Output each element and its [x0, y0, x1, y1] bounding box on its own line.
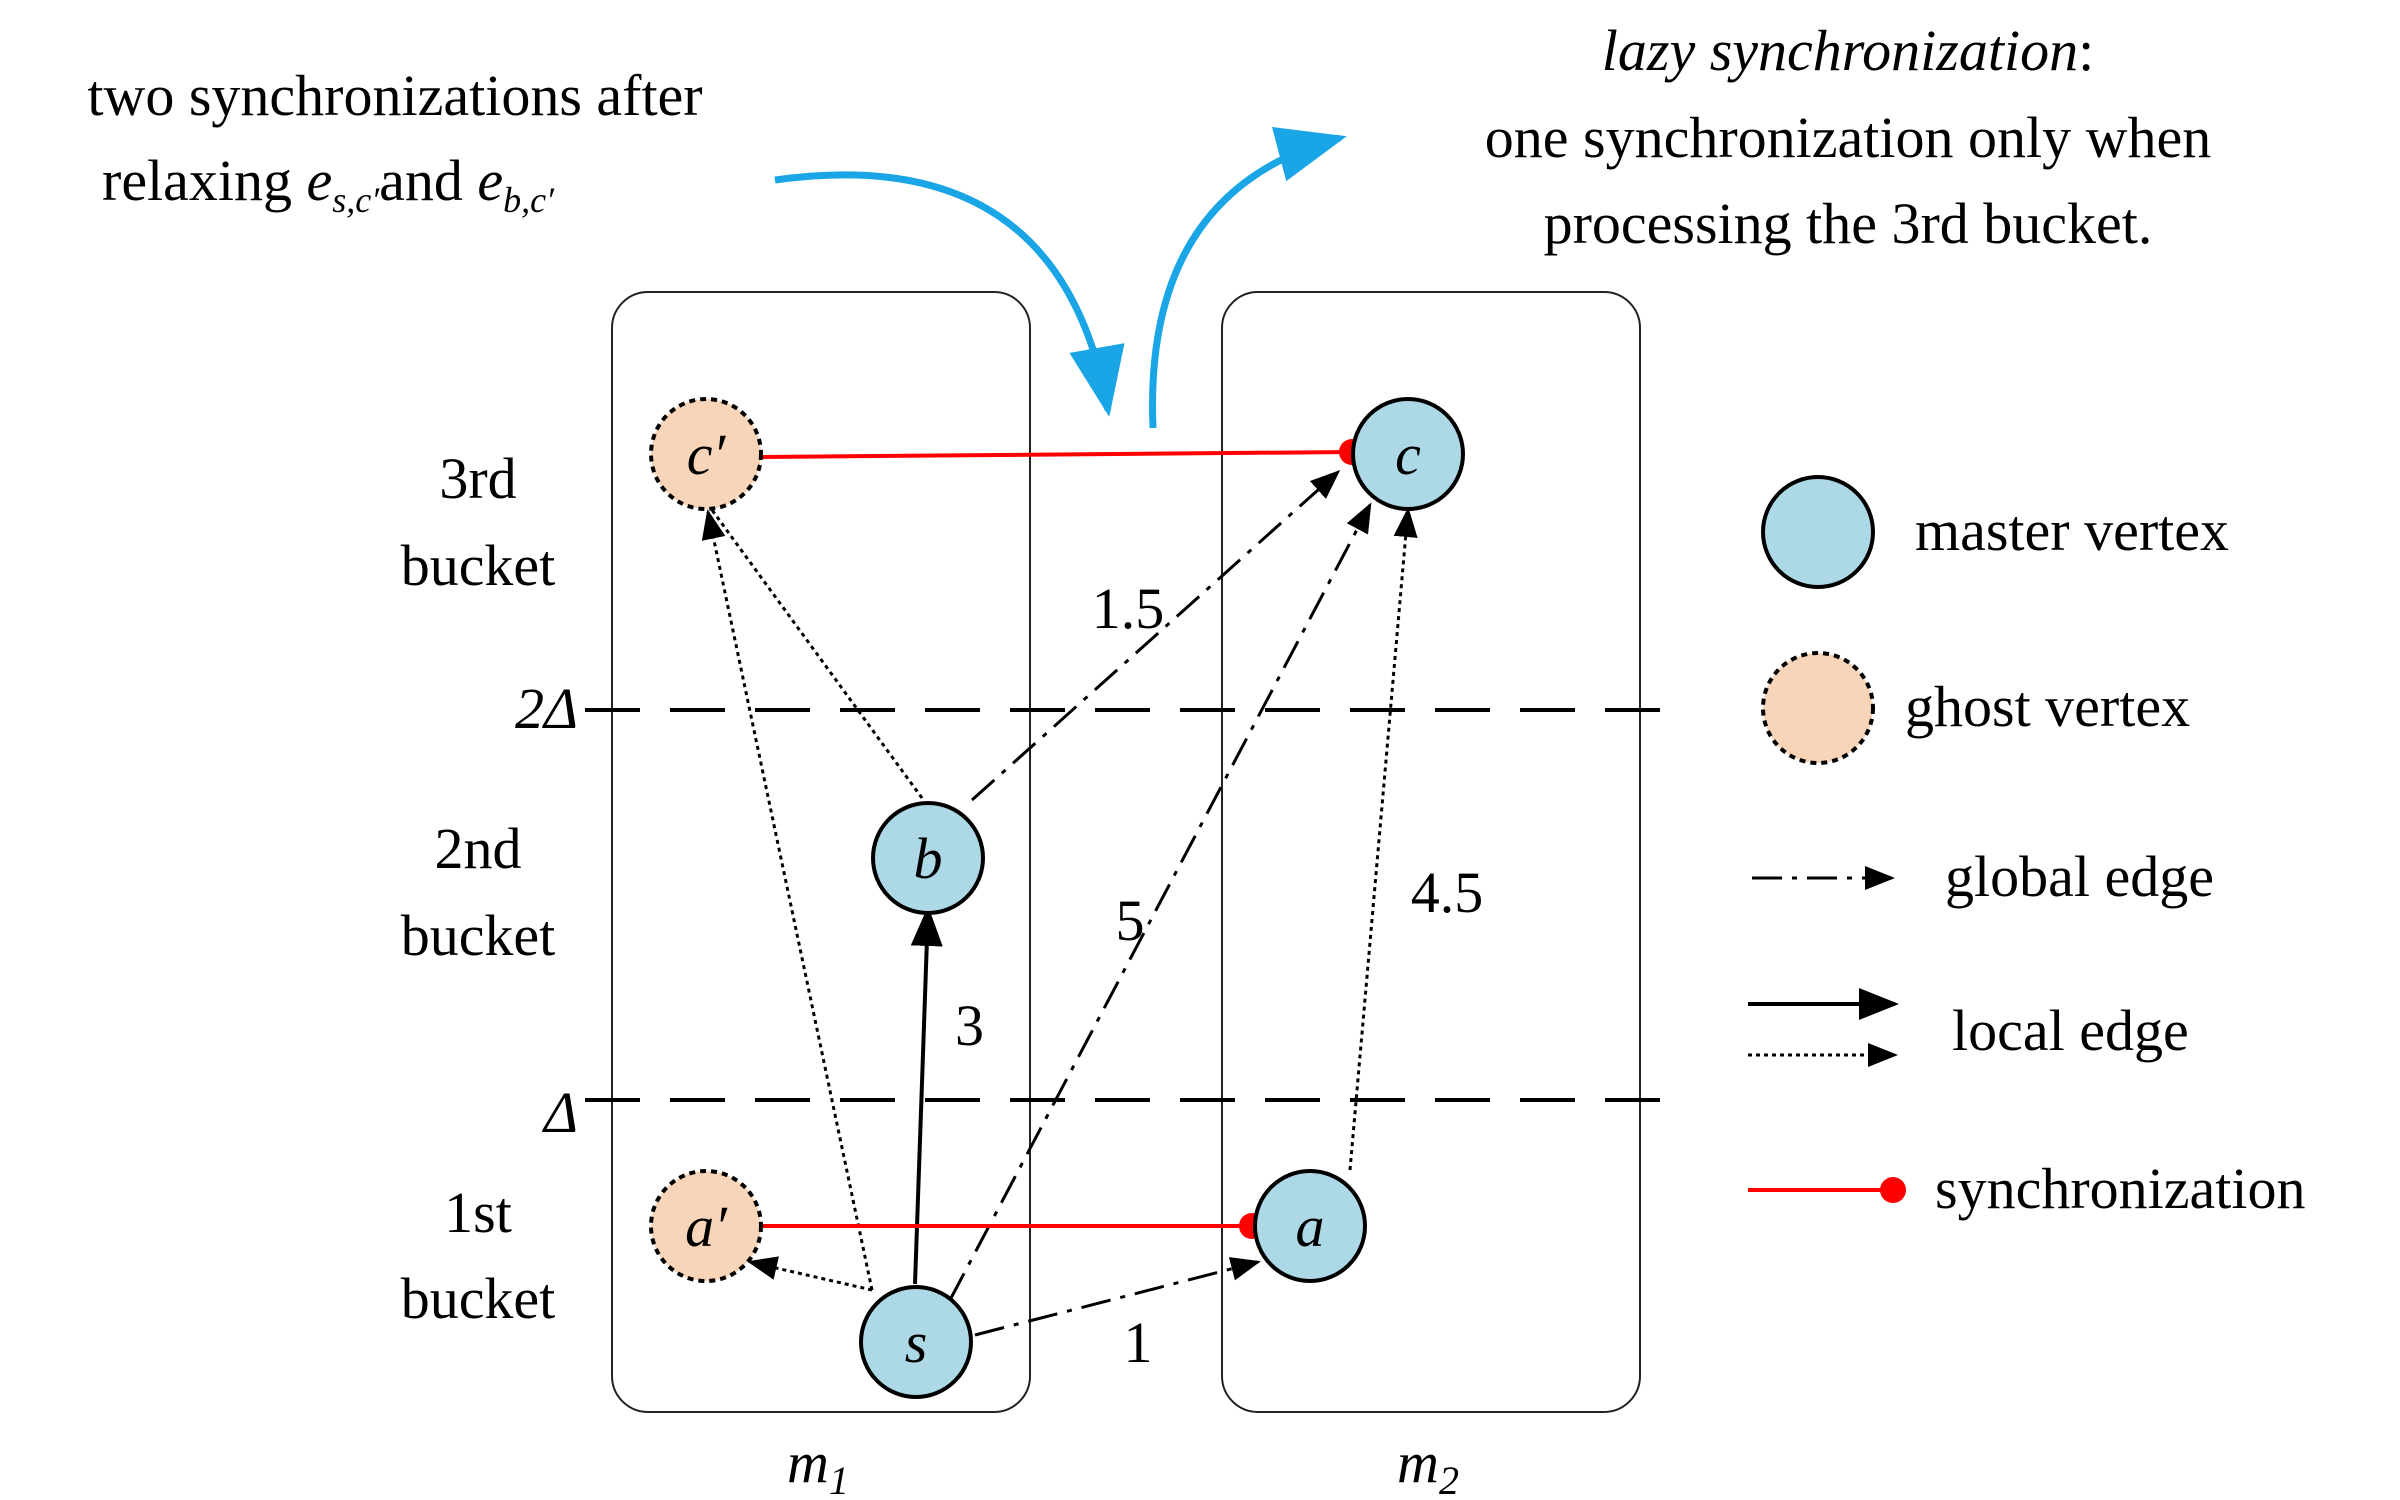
- edge-b-to-c-ghost: [710, 509, 924, 799]
- weight-s-b: 3: [955, 993, 984, 1058]
- threshold-label-2delta: 2Δ: [515, 676, 578, 741]
- machine-m2-box: [1221, 291, 1641, 1413]
- vertex-s: s: [859, 1285, 973, 1399]
- edge-b-to-c-global: [970, 469, 1341, 802]
- legend-sync-label: synchronization: [1935, 1156, 2305, 1221]
- vertex-s-label: s: [905, 1310, 928, 1375]
- legend-ghost-swatch: [1761, 651, 1875, 765]
- legend-ghost-label: ghost vertex: [1905, 674, 2190, 739]
- machine-m2-label: m2: [1397, 1430, 1459, 1500]
- edge-s-to-c-ghost: [701, 509, 874, 1291]
- edge-s-to-c-global: [948, 502, 1372, 1301]
- vertex-c-ghost: c′: [649, 397, 763, 511]
- vertex-c-label: c: [1395, 422, 1421, 487]
- threshold-label-delta: Δ: [542, 1080, 578, 1145]
- legend-sync-dot: [1880, 1177, 1906, 1203]
- right-annotation-line1: lazy synchronization:: [1602, 18, 2094, 83]
- blue-arrow-left: [774, 171, 1125, 417]
- bucket-2-line2: bucket: [401, 903, 556, 968]
- weight-a-c: 4.5: [1411, 860, 1484, 925]
- machine-m1-label: m1: [787, 1430, 849, 1500]
- left-annotation-line1: two synchronizations after: [87, 63, 702, 128]
- sync-line-c: [761, 450, 1353, 459]
- vertex-b-label: b: [914, 826, 943, 891]
- legend-local-label: local edge: [1952, 998, 2189, 1063]
- vertex-a-label: a: [1296, 1194, 1325, 1259]
- vertex-c: c: [1351, 397, 1465, 511]
- bucket-3-line2: bucket: [401, 533, 556, 598]
- blue-arrow-right: [1149, 127, 1347, 429]
- edge-a-to-c: [1348, 507, 1418, 1171]
- bucket-1-line1: 1st: [444, 1180, 512, 1245]
- vertex-a-ghost: a′: [649, 1169, 763, 1283]
- vertex-b: b: [871, 801, 985, 915]
- legend-master-swatch: [1761, 475, 1875, 589]
- edge-s-to-b: [910, 906, 943, 1285]
- bucket-2-line1: 2nd: [435, 816, 522, 881]
- weight-b-c: 1.5: [1092, 576, 1165, 641]
- weight-s-a: 1: [1124, 1310, 1153, 1375]
- right-annotation-line3: processing the 3rd bucket.: [1544, 191, 2153, 256]
- bucket-3-line1: 3rd: [439, 446, 516, 511]
- bucket-1-line2: bucket: [401, 1266, 556, 1331]
- legend-global-label: global edge: [1945, 844, 2214, 909]
- machine-m1-box: [611, 291, 1031, 1413]
- edge-s-to-a-ghost: [747, 1256, 873, 1292]
- vertex-a: a: [1253, 1169, 1367, 1283]
- weight-s-c: 5: [1116, 888, 1145, 953]
- left-annotation-line2: relaxing es,c′and eb,c′: [102, 148, 555, 220]
- right-annotation-line2: one synchronization only when: [1485, 105, 2211, 170]
- vertex-a-ghost-label: a′: [685, 1194, 728, 1259]
- vertex-c-ghost-label: c′: [687, 422, 727, 487]
- legend-master-label: master vertex: [1915, 498, 2229, 563]
- legend: master vertex ghost vertex global edge l…: [1748, 475, 2305, 1221]
- edge-s-to-a-global: [974, 1257, 1261, 1337]
